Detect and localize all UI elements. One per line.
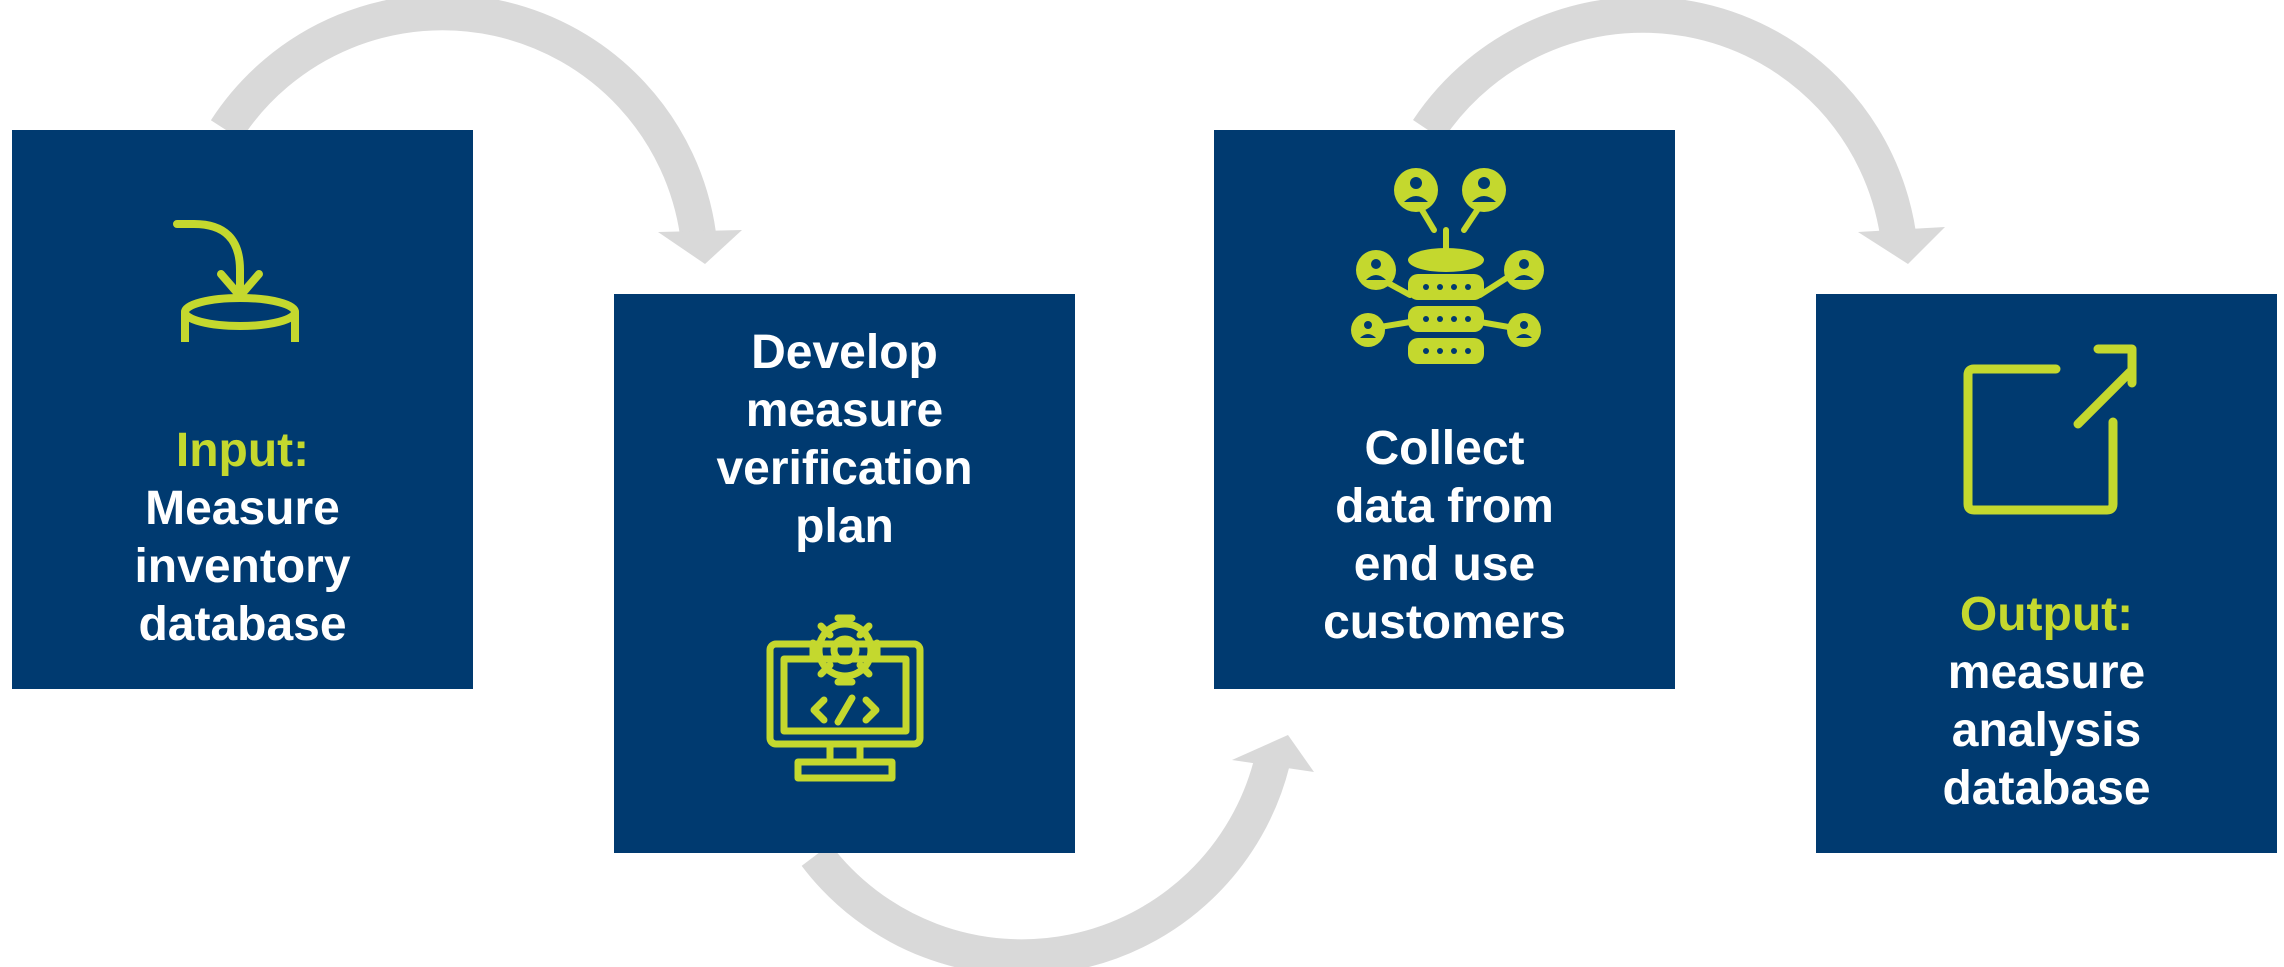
database-users-network-icon <box>1351 168 1544 364</box>
step-collect-line-4: customers <box>1323 596 1566 649</box>
arrow-2-to-3 <box>801 757 1290 967</box>
step-develop-line-3: verification <box>716 442 973 495</box>
step-input-accent: Input: <box>175 424 310 477</box>
arrow-1-to-2 <box>210 0 716 237</box>
step-develop-line-2: measure <box>745 384 944 437</box>
step-collect-label: Collect data from end use customers <box>1214 420 1675 652</box>
step-input: Input: Measure inventory database <box>12 130 473 689</box>
step-input-line-2: inventory <box>134 540 351 593</box>
step-output-line-1: measure <box>1947 646 2146 699</box>
step-develop-plan: Develop measure verification plan <box>614 294 1075 853</box>
step-collect-data: Collect data from end use customers <box>1214 130 1675 689</box>
step-output-label: Output: measure analysis database <box>1816 586 2277 818</box>
step-output: Output: measure analysis database <box>1816 294 2277 853</box>
step-output-line-2: analysis <box>1951 704 2142 757</box>
arrow-3-to-4 <box>1413 0 1916 237</box>
step-input-line-1: Measure <box>145 482 340 535</box>
step-develop-label: Develop measure verification plan <box>614 324 1075 556</box>
database-input-icon <box>173 220 299 342</box>
step-develop-line-1: Develop <box>751 326 938 379</box>
arrowhead-3 <box>1858 227 1945 264</box>
step-develop-line-4: plan <box>795 500 894 553</box>
arrowhead-1 <box>658 230 742 264</box>
step-collect-line-3: end use <box>1353 538 1536 591</box>
step-collect-line-1: Collect <box>1364 422 1525 475</box>
step-output-line-3: database <box>1942 762 2151 815</box>
monitor-gear-code-icon <box>766 614 924 782</box>
external-link-icon <box>1963 344 2137 515</box>
step-output-accent: Output: <box>1959 588 2134 641</box>
step-input-line-3: database <box>138 598 347 651</box>
arrowhead-2 <box>1232 735 1314 772</box>
step-input-label: Input: Measure inventory database <box>12 422 473 654</box>
step-collect-line-2: data from <box>1335 480 1554 533</box>
